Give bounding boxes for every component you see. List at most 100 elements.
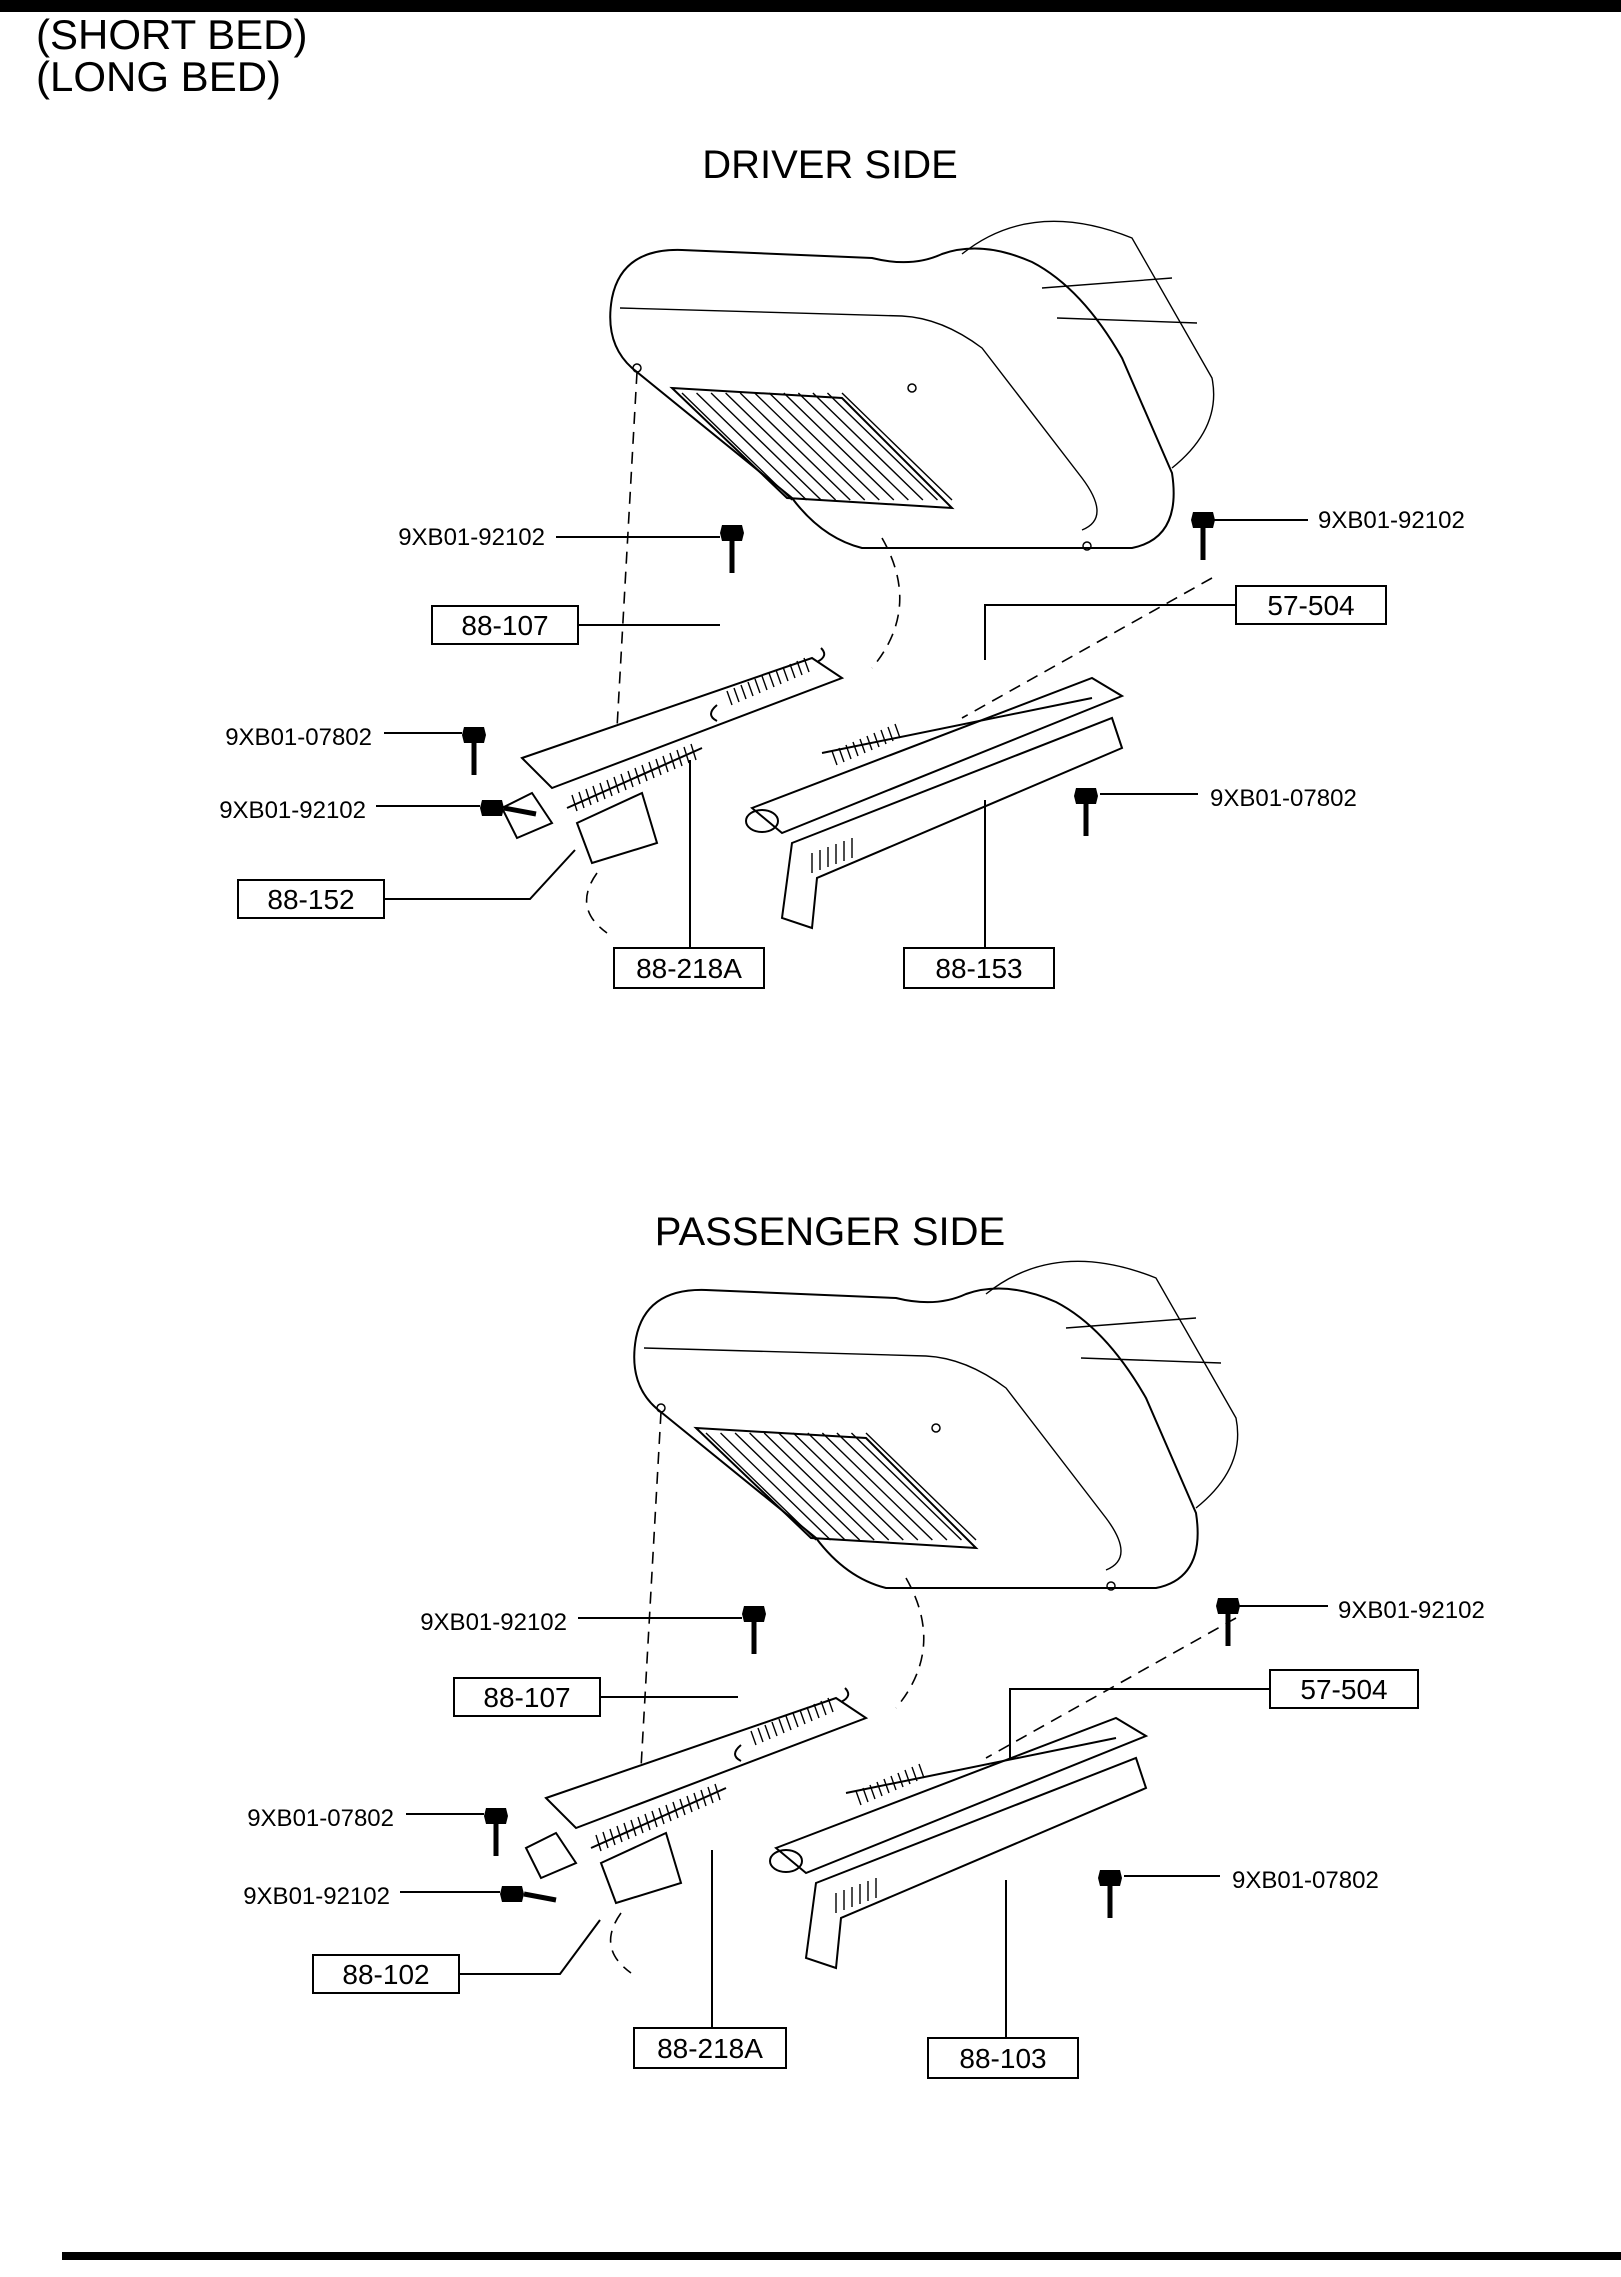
callout-rail-bolt-left: 9XB01-07802: [225, 724, 462, 751]
callout-front-bolt: 9XB01-92102: [219, 797, 480, 824]
callout-front-bolt: 9XB01-92102: [243, 1883, 500, 1910]
leader-line: [1009, 1688, 1270, 1760]
seat-back-stitch: [1065, 1317, 1222, 1364]
bracket-alignment: [609, 1912, 632, 1974]
seat-cushion: [633, 1287, 1199, 1589]
seat-spring-88-107: [726, 657, 810, 706]
bolt-head: [484, 1808, 508, 1824]
bolt-head: [480, 800, 504, 816]
bolt-icon: [462, 727, 486, 775]
bolt-icon: [1191, 512, 1215, 560]
part-number-label: 9XB01-92102: [1338, 1597, 1485, 1624]
bolt-icon: [1216, 1598, 1240, 1646]
seat-spring-line: [821, 1432, 933, 1541]
seat-back: [961, 220, 1215, 469]
seat-cushion: [609, 247, 1175, 549]
front-bracket: [575, 791, 659, 865]
part-number-box: [633, 2027, 787, 2069]
front-bracket: [599, 1831, 683, 1905]
seat-spring-line: [705, 1432, 817, 1541]
seat-spring-line: [807, 1432, 919, 1541]
seat-spring-line: [710, 392, 822, 501]
bolt-shank: [503, 805, 537, 817]
part-number-box: [453, 1677, 601, 1717]
bolt-head: [500, 1886, 524, 1902]
bolt-icon: [720, 525, 744, 573]
left-adjuster-rod: [566, 747, 703, 809]
alignment-line: [640, 1411, 662, 1769]
seat-spring-line: [725, 392, 837, 501]
callout-adjuster-right: 88-153: [903, 800, 1055, 989]
part-number-label: 57-504: [1300, 1674, 1387, 1705]
part-number-box: [927, 2037, 1079, 2079]
part-number-label: 88-218A: [636, 953, 742, 984]
seat-spring-line: [763, 1432, 875, 1541]
right-track-cap: [745, 809, 779, 833]
bracket-alignment: [585, 872, 608, 934]
wire-spring: [855, 1763, 925, 1806]
seat-spring-line: [792, 1432, 904, 1541]
callout-rail-bolt-right: 9XB01-07802: [1124, 1867, 1379, 1894]
part-number-label: 9XB01-92102: [243, 1883, 390, 1910]
mount-hole: [1082, 541, 1092, 551]
callout-adjuster-left: 88-218A: [633, 1850, 787, 2069]
seat-spring-line: [783, 392, 895, 501]
seat-spring-line: [836, 1432, 948, 1541]
bolt-head: [742, 1606, 766, 1622]
bolt-head: [1074, 788, 1098, 804]
bolt-icon: [1074, 788, 1098, 836]
callout-rail-bolt-right: 9XB01-07802: [1100, 785, 1357, 812]
bolt-shank: [523, 1891, 557, 1903]
section-title: PASSENGER SIDE: [655, 1210, 1005, 1254]
seat-spring-line: [749, 1432, 861, 1541]
seat-edge: [643, 1347, 1122, 1571]
bolt-icon: [1098, 1870, 1122, 1918]
part-number-label: 88-107: [461, 610, 548, 641]
part-number-label: 88-107: [483, 1682, 570, 1713]
driver-side-panel: DRIVER SIDE 9XB01-92102 9XB01-92102 88-107 5…: [219, 143, 1465, 989]
seat-edge: [619, 307, 1098, 531]
right-track-upper: [750, 676, 1125, 835]
connecting-wire: [821, 697, 1093, 754]
header-long-bed: (LONG BED): [36, 53, 282, 100]
callout-rail-bolt-left: 9XB01-07802: [247, 1805, 484, 1832]
part-number-box: [1269, 1669, 1419, 1709]
mount-hole: [907, 383, 917, 393]
leader-line: [984, 604, 1236, 660]
callout-adjuster-right: 88-103: [927, 1880, 1079, 2079]
part-number-label: 9XB01-92102: [1318, 507, 1465, 534]
part-number-label: 9XB01-07802: [1232, 1867, 1379, 1894]
bolt-icon: [742, 1606, 766, 1654]
seat-spring-line: [850, 1432, 962, 1541]
mount-hole: [1106, 1581, 1116, 1591]
part-number-box: [431, 605, 579, 645]
section-title: DRIVER SIDE: [702, 143, 958, 187]
seat-spring-line: [696, 392, 808, 501]
bolt-icon: [500, 1886, 557, 1903]
bolt-head: [1098, 1870, 1122, 1886]
leader-line: [384, 849, 576, 900]
part-number-label: 57-504: [1267, 590, 1354, 621]
bottom-rule: [62, 2252, 1621, 2260]
part-number-label: 88-102: [342, 1959, 429, 1990]
seat-spring-line: [865, 1432, 977, 1541]
seat-spring-line: [841, 392, 953, 501]
connecting-wire: [845, 1737, 1117, 1794]
alignment-line: [961, 577, 1213, 719]
part-number-label: 9XB01-92102: [219, 797, 366, 824]
bolt-head: [1216, 1598, 1240, 1614]
seat-spring-line: [734, 1432, 846, 1541]
part-number-label: 9XB01-92102: [420, 1609, 567, 1636]
wire-spring: [831, 723, 901, 766]
leader-line: [459, 1919, 601, 1975]
seat-back: [985, 1260, 1239, 1509]
part-number-label: 88-152: [267, 884, 354, 915]
bolt-icon: [480, 800, 537, 817]
part-number-label: 9XB01-07802: [225, 724, 372, 751]
callout-seat-bolt-left: 9XB01-92102: [420, 1609, 742, 1636]
seat-spring-line: [768, 392, 880, 501]
left-track-front: [500, 791, 554, 840]
callout-wire: 57-504: [984, 585, 1387, 660]
seat-spring-line: [720, 1432, 832, 1541]
